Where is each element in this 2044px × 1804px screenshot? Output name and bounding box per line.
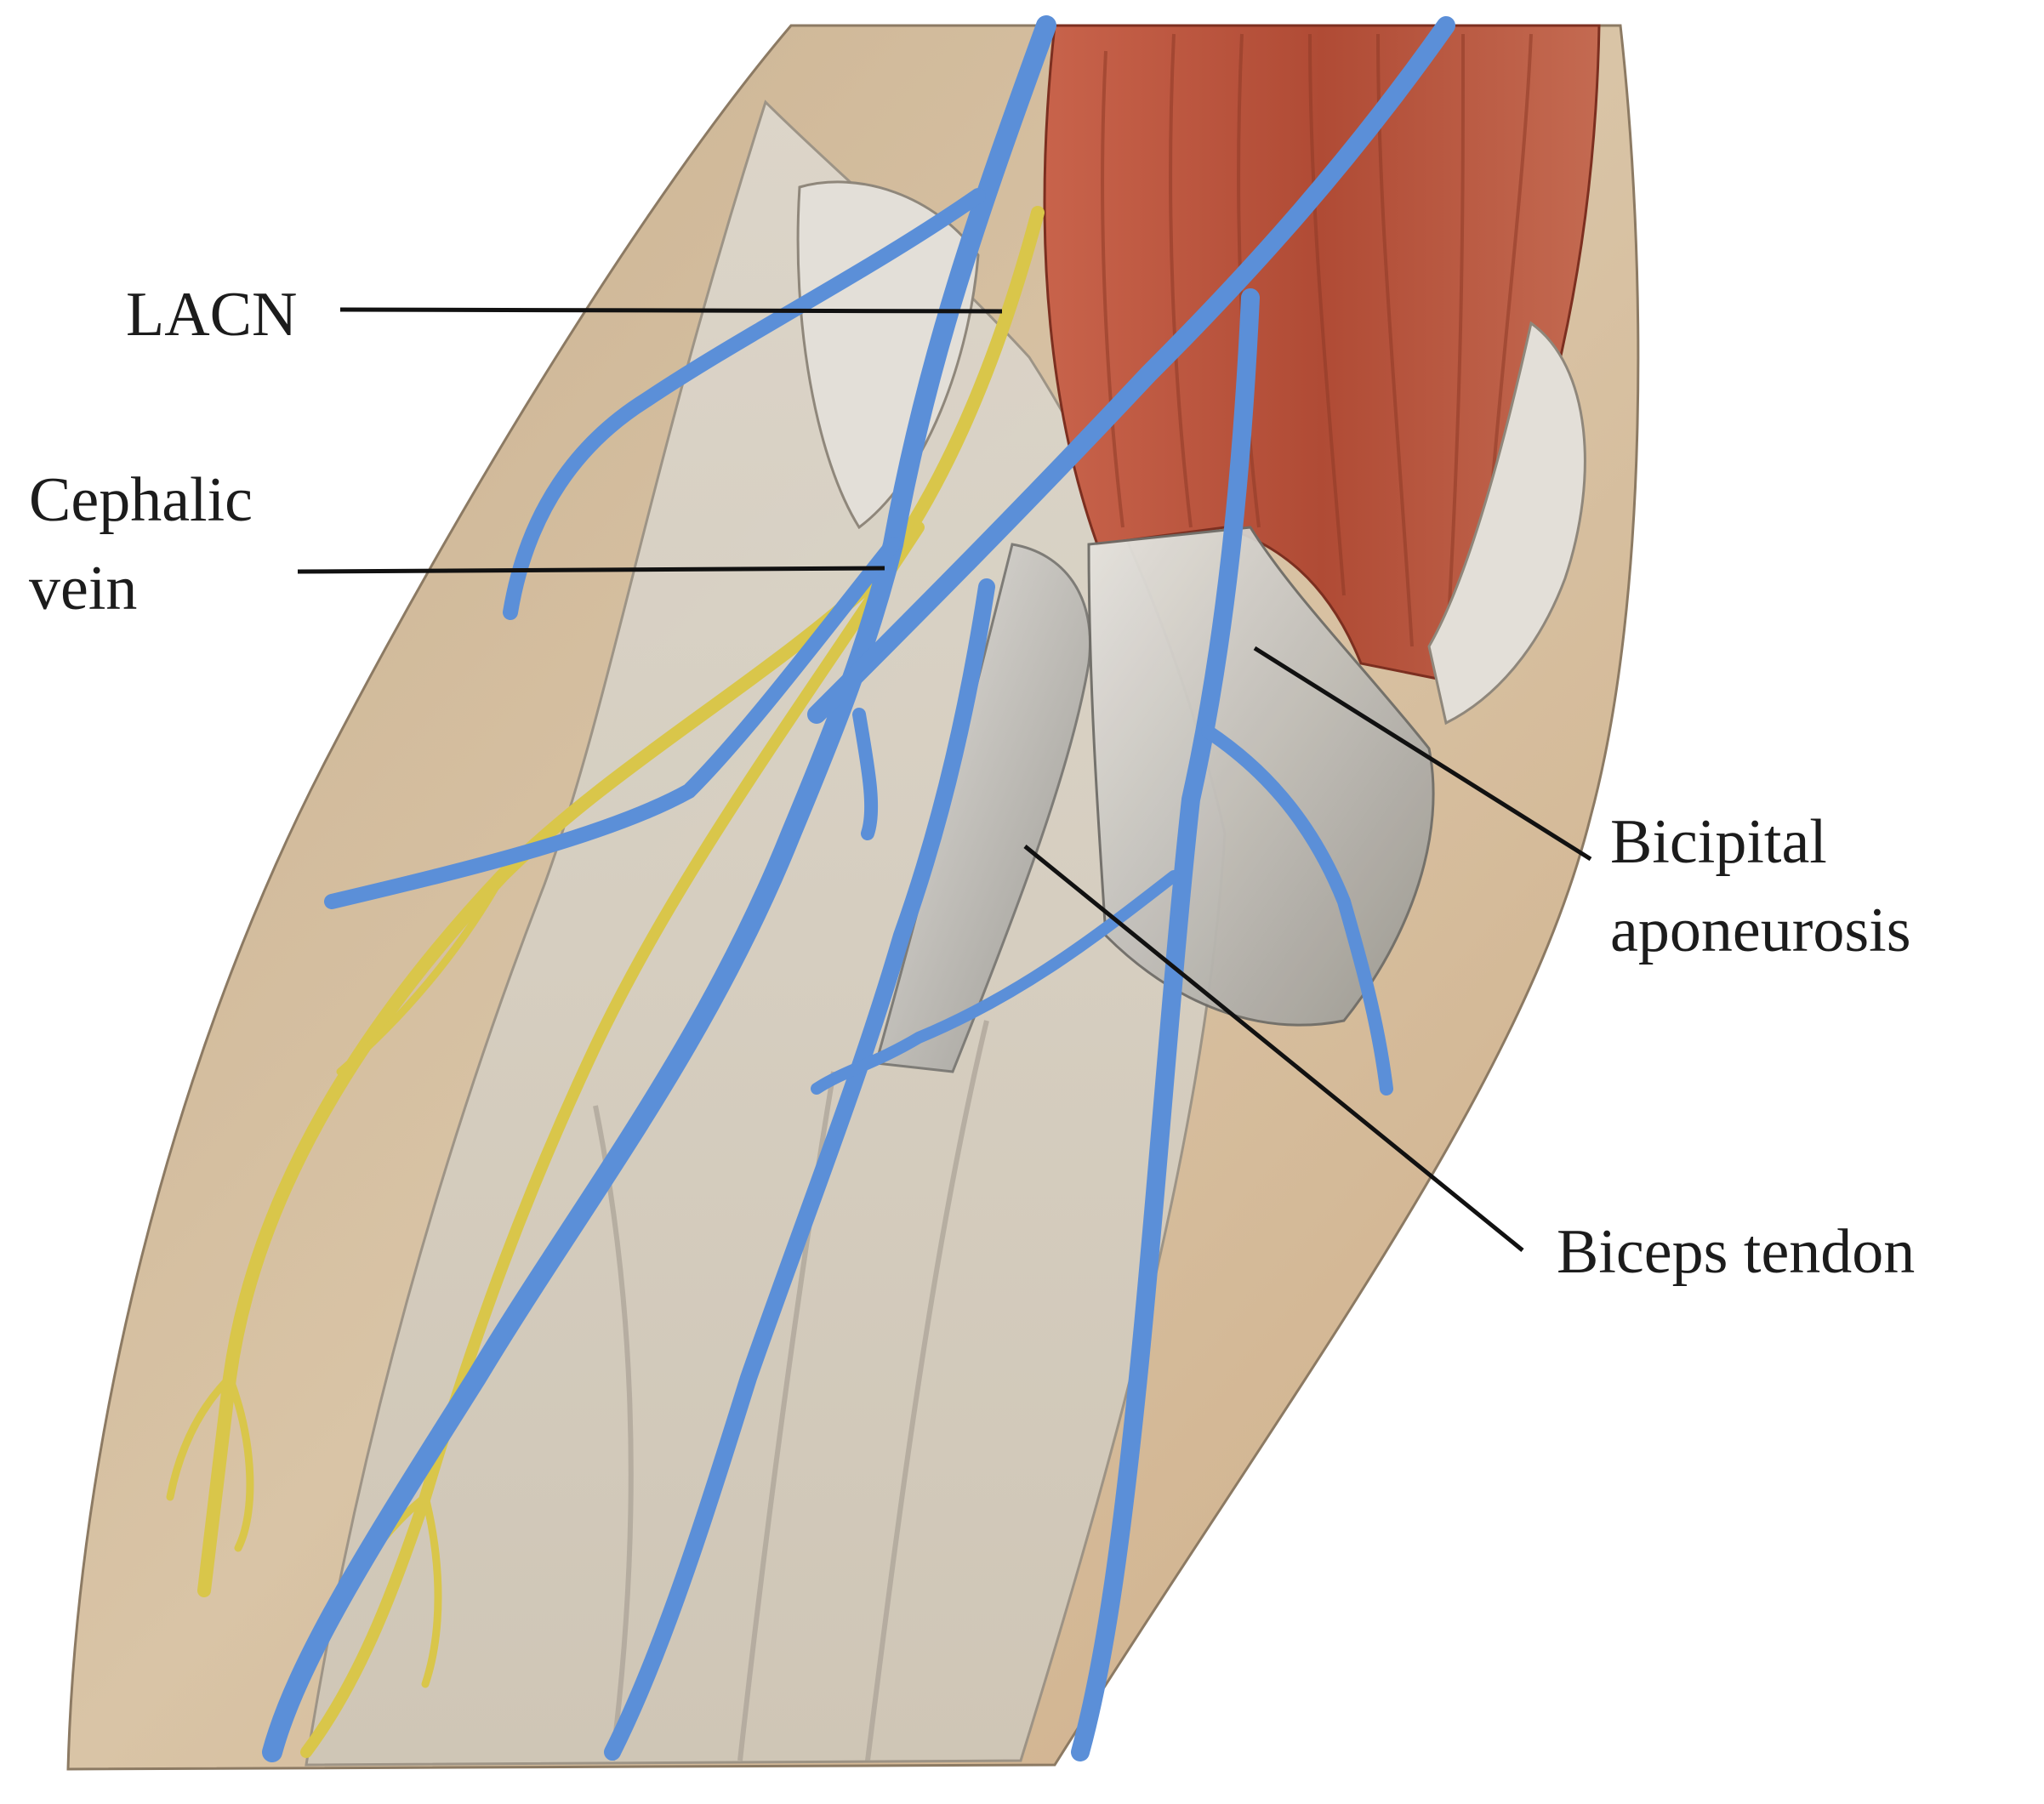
leader-lines: [297, 307, 1592, 1252]
leader-line-cephalic: [297, 566, 885, 574]
superficial-veins: [262, 15, 1455, 1762]
leader-line-biceps: [1023, 845, 1524, 1252]
label-lacn: LACN: [126, 280, 298, 350]
label-biceps-tendon: Biceps tendon: [1557, 1217, 1916, 1287]
leader-line-lacn: [339, 307, 1003, 314]
medial-prominence: [796, 180, 980, 530]
label-cephalic-vein: Cephalic vein: [29, 465, 253, 623]
label-bicipital-aponeurosis: Bicipital aponeurosis: [1610, 807, 1911, 965]
lateral-prominence: [1427, 321, 1586, 726]
leader-line-bicipital: [1253, 646, 1592, 862]
deep-fascia: [305, 100, 1227, 1767]
muscle-fibers: [1101, 33, 1533, 664]
biceps-muscle: [1043, 24, 1601, 682]
